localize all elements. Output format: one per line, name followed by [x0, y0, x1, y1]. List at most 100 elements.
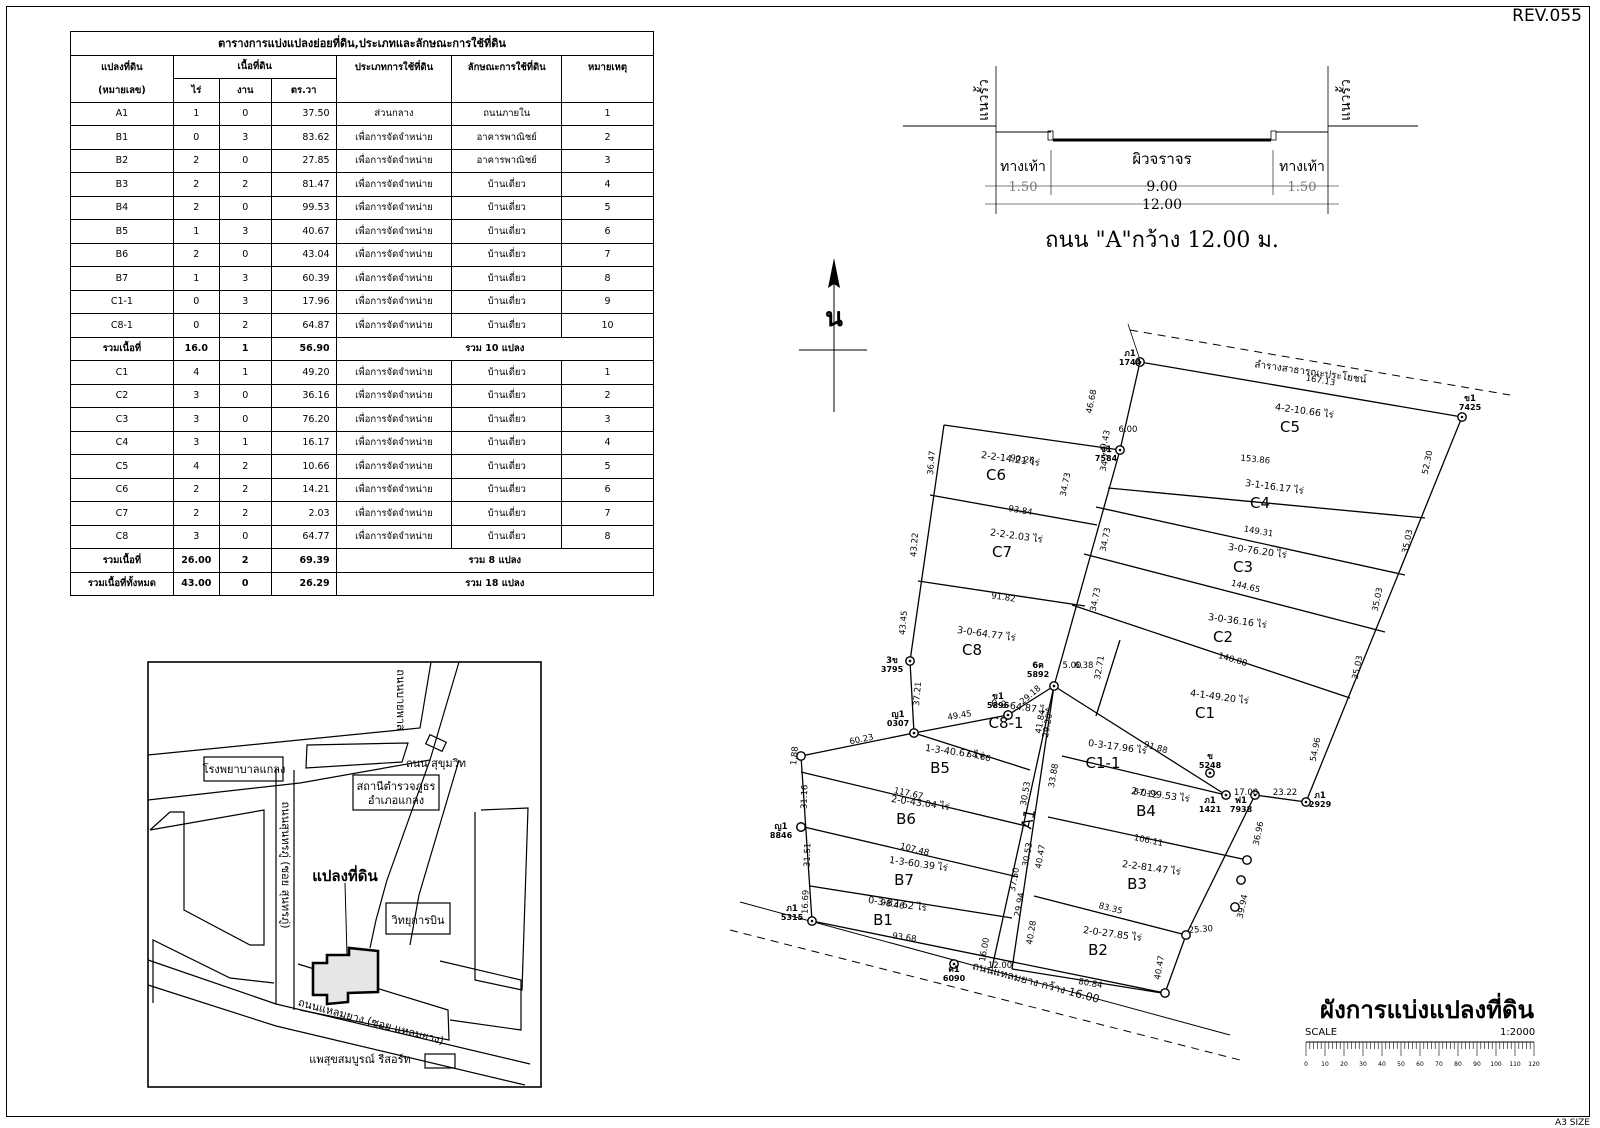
dimension-label: 23.22 — [1273, 788, 1297, 798]
map-road-top: ถนนบายพาส — [394, 669, 407, 731]
survey-marker-center — [1460, 415, 1464, 419]
header-rai: ไร่ — [172, 78, 220, 103]
marker-number: 7425 — [1459, 403, 1482, 412]
parcel-label: C4 — [1250, 494, 1270, 512]
cell-ngan: 0 — [218, 101, 272, 126]
cell-remark: 4 — [561, 172, 654, 197]
marker-number: 1744 — [1119, 358, 1142, 367]
dimension-label: 39.94 — [1236, 894, 1251, 920]
dimension-label: 1.88 — [789, 746, 801, 766]
map-site-label: แปลงที่ดิน — [312, 865, 378, 885]
dimension-label: 41.84 — [1034, 709, 1048, 735]
dimension-label: 37.50 — [1008, 867, 1022, 893]
cell-use-char: บ้านเดี่ยว — [451, 383, 563, 408]
cell-rai: 1 — [172, 266, 220, 291]
cell-use-type: เพื่อการจัดจำหน่าย — [335, 454, 453, 479]
cell-use-type: เพื่อการจัดจำหน่าย — [335, 430, 453, 455]
cell-use-char: บ้านเดี่ยว — [451, 360, 563, 385]
dimension-label: 80.84 — [1077, 977, 1103, 991]
survey-marker-center — [1253, 793, 1257, 797]
scale-tick-label: 60 — [1416, 1061, 1424, 1068]
dimension-label: 153.86 — [1240, 453, 1271, 466]
boundary-point — [1230, 902, 1240, 912]
marker-number: 7938 — [1230, 805, 1253, 814]
cell-rai: 4 — [172, 360, 220, 385]
sidewalk-right-label: ทางเท้า — [1279, 159, 1325, 175]
sum2-ngan: 2 — [218, 548, 272, 573]
plan-markers — [796, 357, 1467, 998]
cell-remark: 4 — [561, 430, 654, 455]
marker-code: 6ค — [1032, 661, 1044, 671]
parcel-label: C1-1 — [1086, 754, 1121, 772]
revision-label: REV.055 — [1512, 6, 1582, 26]
cell-parcel-id: B4 — [70, 195, 174, 220]
cell-parcel-id: C6 — [70, 477, 174, 502]
dimension-label: 16.69 — [801, 890, 812, 915]
parcel-label: B3 — [1127, 875, 1147, 893]
cell-parcel-id: C5 — [70, 454, 174, 479]
cell-use-type: เพื่อการจัดจำหน่าย — [335, 360, 453, 385]
dimension-label: 93.84 — [1007, 504, 1033, 518]
parcel-label: C3 — [1233, 558, 1253, 576]
cell-remark: 6 — [561, 219, 654, 244]
scale-tick-label: 110 — [1509, 1061, 1521, 1068]
cell-remark: 5 — [561, 195, 654, 220]
road-a1-label: A1 — [1017, 807, 1039, 830]
dimension-label: 52.30 — [1421, 450, 1436, 476]
cell-remark: 1 — [561, 360, 654, 385]
dim-pavement: 9.00 — [1146, 179, 1177, 195]
map-police-line2: อำเภอแกลง — [368, 794, 424, 807]
scale-tick-label: 120 — [1528, 1061, 1540, 1068]
map-road-vertical: ถนนสุนทรภู่ (ซอย สุนทรภู่) — [279, 801, 292, 928]
dimension-label: 5.00 — [1063, 661, 1082, 671]
cell-ngan: 1 — [218, 430, 272, 455]
cell-parcel-id: C1 — [70, 360, 174, 385]
paper-size-label: A3 SIZE — [1555, 1118, 1590, 1128]
dimension-label: 37.21 — [912, 681, 924, 706]
cell-wa: 43.04 — [270, 242, 337, 267]
parcel-label: C1 — [1195, 704, 1215, 722]
dimension-label: 35.03 — [1401, 529, 1416, 555]
cell-ngan: 2 — [218, 172, 272, 197]
marker-number: 0307 — [887, 719, 909, 728]
dimension-label: 9.43 — [1099, 429, 1113, 450]
sidewalk-left-label: ทางเท้า — [1000, 159, 1046, 175]
cell-use-type: เพื่อการจัดจำหน่าย — [335, 383, 453, 408]
dim-sidewalk-right: 1.50 — [1288, 180, 1317, 195]
survey-marker-center — [952, 962, 956, 966]
dimension-label: 91.82 — [991, 591, 1016, 604]
cell-use-type: เพื่อการจัดจำหน่าย — [335, 219, 453, 244]
dimension-label: 149.31 — [1243, 525, 1274, 540]
dimension-label: 34.73 — [1089, 587, 1104, 613]
marker-number: 2929 — [1309, 800, 1332, 809]
scale-tick-label: 80 — [1454, 1061, 1462, 1068]
map-police-line1: สถานีตำรวจภูธร — [357, 780, 436, 793]
dimension-label: 30.53 — [1019, 781, 1033, 807]
map-road-sukhumvit: ถนน สุขุมวิท — [406, 757, 466, 770]
marker-code: ภ1 — [786, 904, 798, 914]
dimension-label: 54.96 — [1309, 737, 1324, 763]
cell-parcel-id: B3 — [70, 172, 174, 197]
cell-parcel-id: B1 — [70, 125, 174, 150]
scale-tick-label: 70 — [1435, 1061, 1443, 1068]
cell-use-char: บ้านเดี่ยว — [451, 454, 563, 479]
cell-parcel-id: C4 — [70, 430, 174, 455]
cell-remark: 9 — [561, 289, 654, 314]
dimension-label: 90.26 — [1010, 453, 1035, 466]
cell-rai: 2 — [172, 148, 220, 173]
cell-wa: 17.96 — [270, 289, 337, 314]
total-label: รวมเนื้อที่ทั้งหมด — [70, 571, 174, 596]
location-map — [147, 661, 542, 1088]
marker-code: ข1 — [992, 692, 1004, 702]
map-resort: แพสุขสมบูรณ์ รีสอร์ท — [309, 1053, 411, 1066]
marker-number: 5896 — [987, 701, 1010, 710]
scale-tick-label: 40 — [1378, 1061, 1386, 1068]
marker-code: ฟ1 — [1235, 796, 1247, 806]
